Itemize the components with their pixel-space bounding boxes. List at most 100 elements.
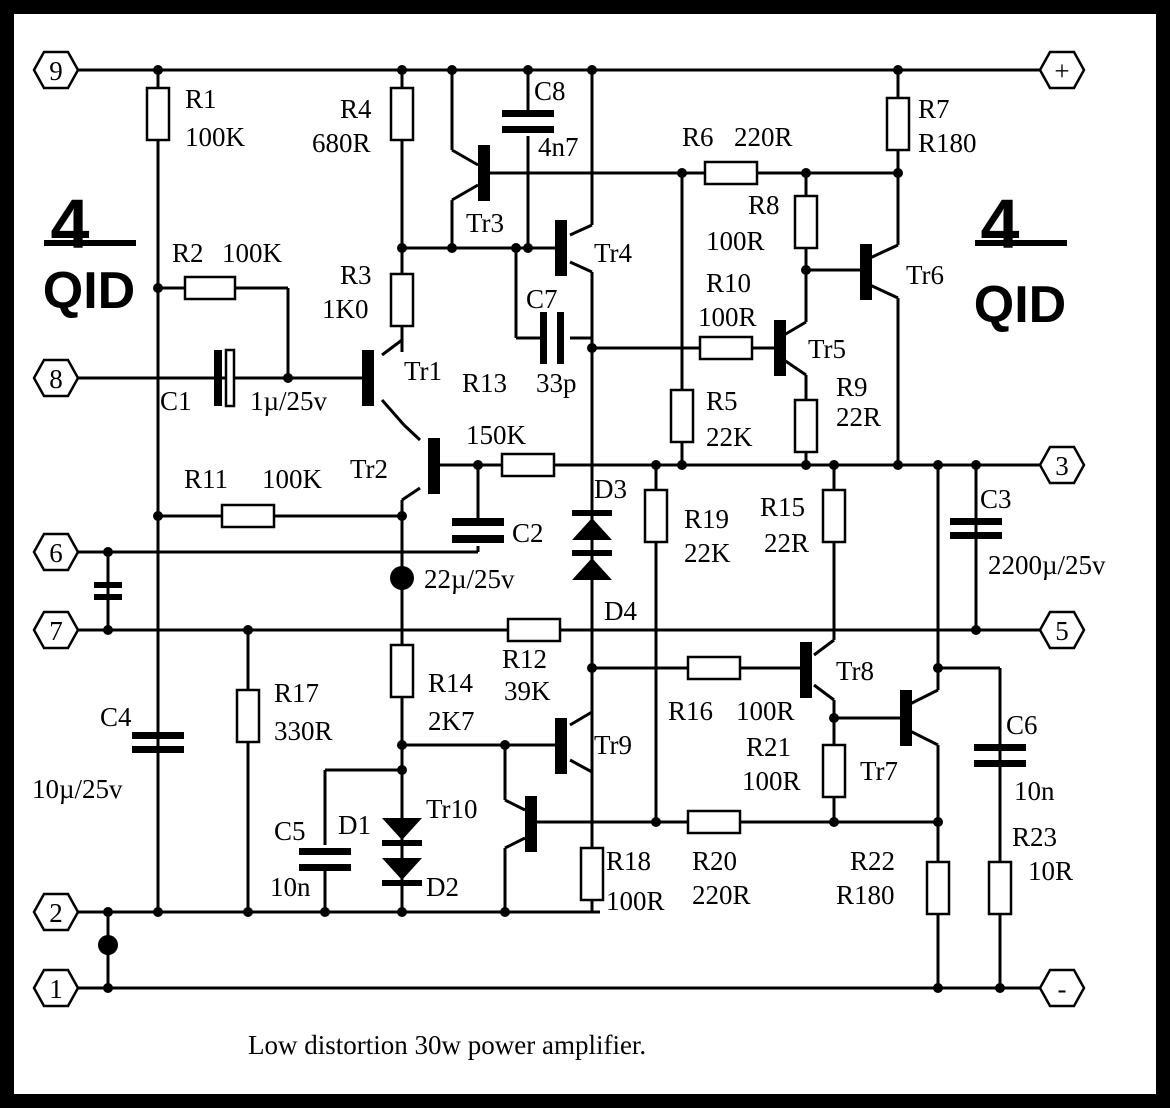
svg-text:7: 7 xyxy=(49,616,63,646)
svg-text:D2: D2 xyxy=(426,872,459,902)
resistor-r12 xyxy=(506,617,562,643)
svg-text:5: 5 xyxy=(1055,616,1069,646)
terminal-8: 8 xyxy=(32,358,80,398)
transistor-tr7 xyxy=(900,690,912,746)
resistor-r5 xyxy=(669,388,695,444)
svg-text:R16: R16 xyxy=(668,696,713,726)
svg-text:3: 3 xyxy=(1055,451,1069,481)
svg-text:R11: R11 xyxy=(184,464,228,494)
terminal-plus: + xyxy=(1038,50,1086,90)
resistor-r13 xyxy=(500,452,556,478)
svg-text:220R: 220R xyxy=(692,880,751,910)
svg-text:R10: R10 xyxy=(706,268,751,298)
svg-text:R13: R13 xyxy=(462,368,507,398)
svg-text:Tr7: Tr7 xyxy=(860,756,898,786)
svg-text:680R: 680R xyxy=(312,128,371,158)
terminal-5: 5 xyxy=(1038,610,1086,650)
capacitor-c3 xyxy=(950,518,1002,539)
svg-text:Tr3: Tr3 xyxy=(466,208,504,238)
resistor-r23 xyxy=(987,860,1013,916)
capacitor-c5 xyxy=(299,848,351,871)
svg-text:R19: R19 xyxy=(684,504,729,534)
resistor-r15 xyxy=(821,488,847,544)
svg-text:33p: 33p xyxy=(536,368,577,398)
resistor-r10 xyxy=(698,335,754,361)
svg-text:Tr8: Tr8 xyxy=(836,656,874,686)
svg-text:R2: R2 xyxy=(172,238,204,268)
resistor-r22 xyxy=(925,860,951,916)
svg-text:Tr1: Tr1 xyxy=(404,356,442,386)
svg-text:330R: 330R xyxy=(274,716,333,746)
svg-text:1: 1 xyxy=(49,974,63,1004)
svg-text:8: 8 xyxy=(49,364,63,394)
svg-text:1K0: 1K0 xyxy=(322,294,369,324)
diode-d2 xyxy=(382,858,422,886)
svg-text:+: + xyxy=(1054,56,1069,86)
resistor-r17 xyxy=(235,688,261,744)
resistor-r14 xyxy=(389,643,415,699)
resistor-r20 xyxy=(686,809,742,835)
svg-text:100K: 100K xyxy=(262,464,323,494)
resistor-r9 xyxy=(793,398,819,454)
terminals: 9 8 6 7 2 1 + 3 5 - xyxy=(32,50,1086,1008)
transistor-tr8 xyxy=(800,642,812,698)
resistor-r21 xyxy=(821,743,847,799)
resistor-r18 xyxy=(579,846,605,902)
svg-text:R21: R21 xyxy=(746,732,791,762)
svg-text:R14: R14 xyxy=(428,668,474,698)
svg-text:R15: R15 xyxy=(760,492,805,522)
resistor-r19 xyxy=(643,488,669,544)
component-labels: R1 100K R2 100K R3 1K0 R4 680R R5 22K R6… xyxy=(32,76,1106,916)
schematic-diagram: 9 8 6 7 2 1 + 3 5 - 4 QID 4 QID R1 xyxy=(32,50,1106,1060)
qid-logo-left: 4 QID xyxy=(43,185,136,320)
capacitor-c6 xyxy=(974,744,1026,767)
terminal-1: 1 xyxy=(32,968,80,1008)
diodes xyxy=(382,510,612,886)
svg-text:220R: 220R xyxy=(734,122,793,152)
svg-text:100R: 100R xyxy=(742,766,801,796)
svg-text:C3: C3 xyxy=(980,484,1012,514)
schematic-sheet: 9 8 6 7 2 1 + 3 5 - 4 QID 4 QID R1 xyxy=(14,14,1156,1094)
resistor-r4 xyxy=(389,86,415,142)
diagram-caption: Low distortion 30w power amplifier. xyxy=(248,1030,646,1060)
svg-text:C6: C6 xyxy=(1006,710,1038,740)
svg-text:10R: 10R xyxy=(1028,856,1073,886)
resistor-r11 xyxy=(220,503,276,529)
svg-text:R8: R8 xyxy=(748,190,780,220)
svg-text:Tr6: Tr6 xyxy=(906,260,944,290)
capacitor-c7 xyxy=(540,312,564,364)
resistors xyxy=(145,86,1013,916)
resistor-r2 xyxy=(183,275,237,301)
svg-text:10n: 10n xyxy=(1014,776,1055,806)
transistor-tr3 xyxy=(478,145,490,201)
svg-text:R22: R22 xyxy=(850,846,895,876)
resistor-r6 xyxy=(703,160,759,186)
svg-text:Tr9: Tr9 xyxy=(594,730,632,760)
resistor-r8 xyxy=(793,194,819,250)
svg-text:22K: 22K xyxy=(706,422,753,452)
resistor-r16 xyxy=(686,655,742,681)
diode-d4 xyxy=(572,550,612,580)
qid-logo-right: 4 QID xyxy=(974,185,1067,334)
svg-text:39K: 39K xyxy=(504,676,551,706)
svg-text:4: 4 xyxy=(51,185,90,263)
svg-text:100R: 100R xyxy=(706,226,765,256)
svg-text:Tr2: Tr2 xyxy=(350,454,388,484)
svg-text:R4: R4 xyxy=(340,94,372,124)
svg-text:C2: C2 xyxy=(512,518,544,548)
svg-text:C1: C1 xyxy=(160,386,192,416)
svg-text:R5: R5 xyxy=(706,386,738,416)
svg-text:150K: 150K xyxy=(466,420,527,450)
svg-text:9: 9 xyxy=(49,56,63,86)
transistor-tr9 xyxy=(555,718,567,774)
svg-text:QID: QID xyxy=(43,262,135,320)
svg-text:R23: R23 xyxy=(1012,822,1057,852)
capacitors xyxy=(94,110,1026,871)
svg-text:4n7: 4n7 xyxy=(538,132,579,162)
capacitor-decoupling xyxy=(94,582,122,600)
svg-text:QID: QID xyxy=(974,276,1066,334)
svg-text:R1: R1 xyxy=(185,84,217,114)
svg-text:D1: D1 xyxy=(338,810,371,840)
transistor-tr5 xyxy=(774,320,786,376)
